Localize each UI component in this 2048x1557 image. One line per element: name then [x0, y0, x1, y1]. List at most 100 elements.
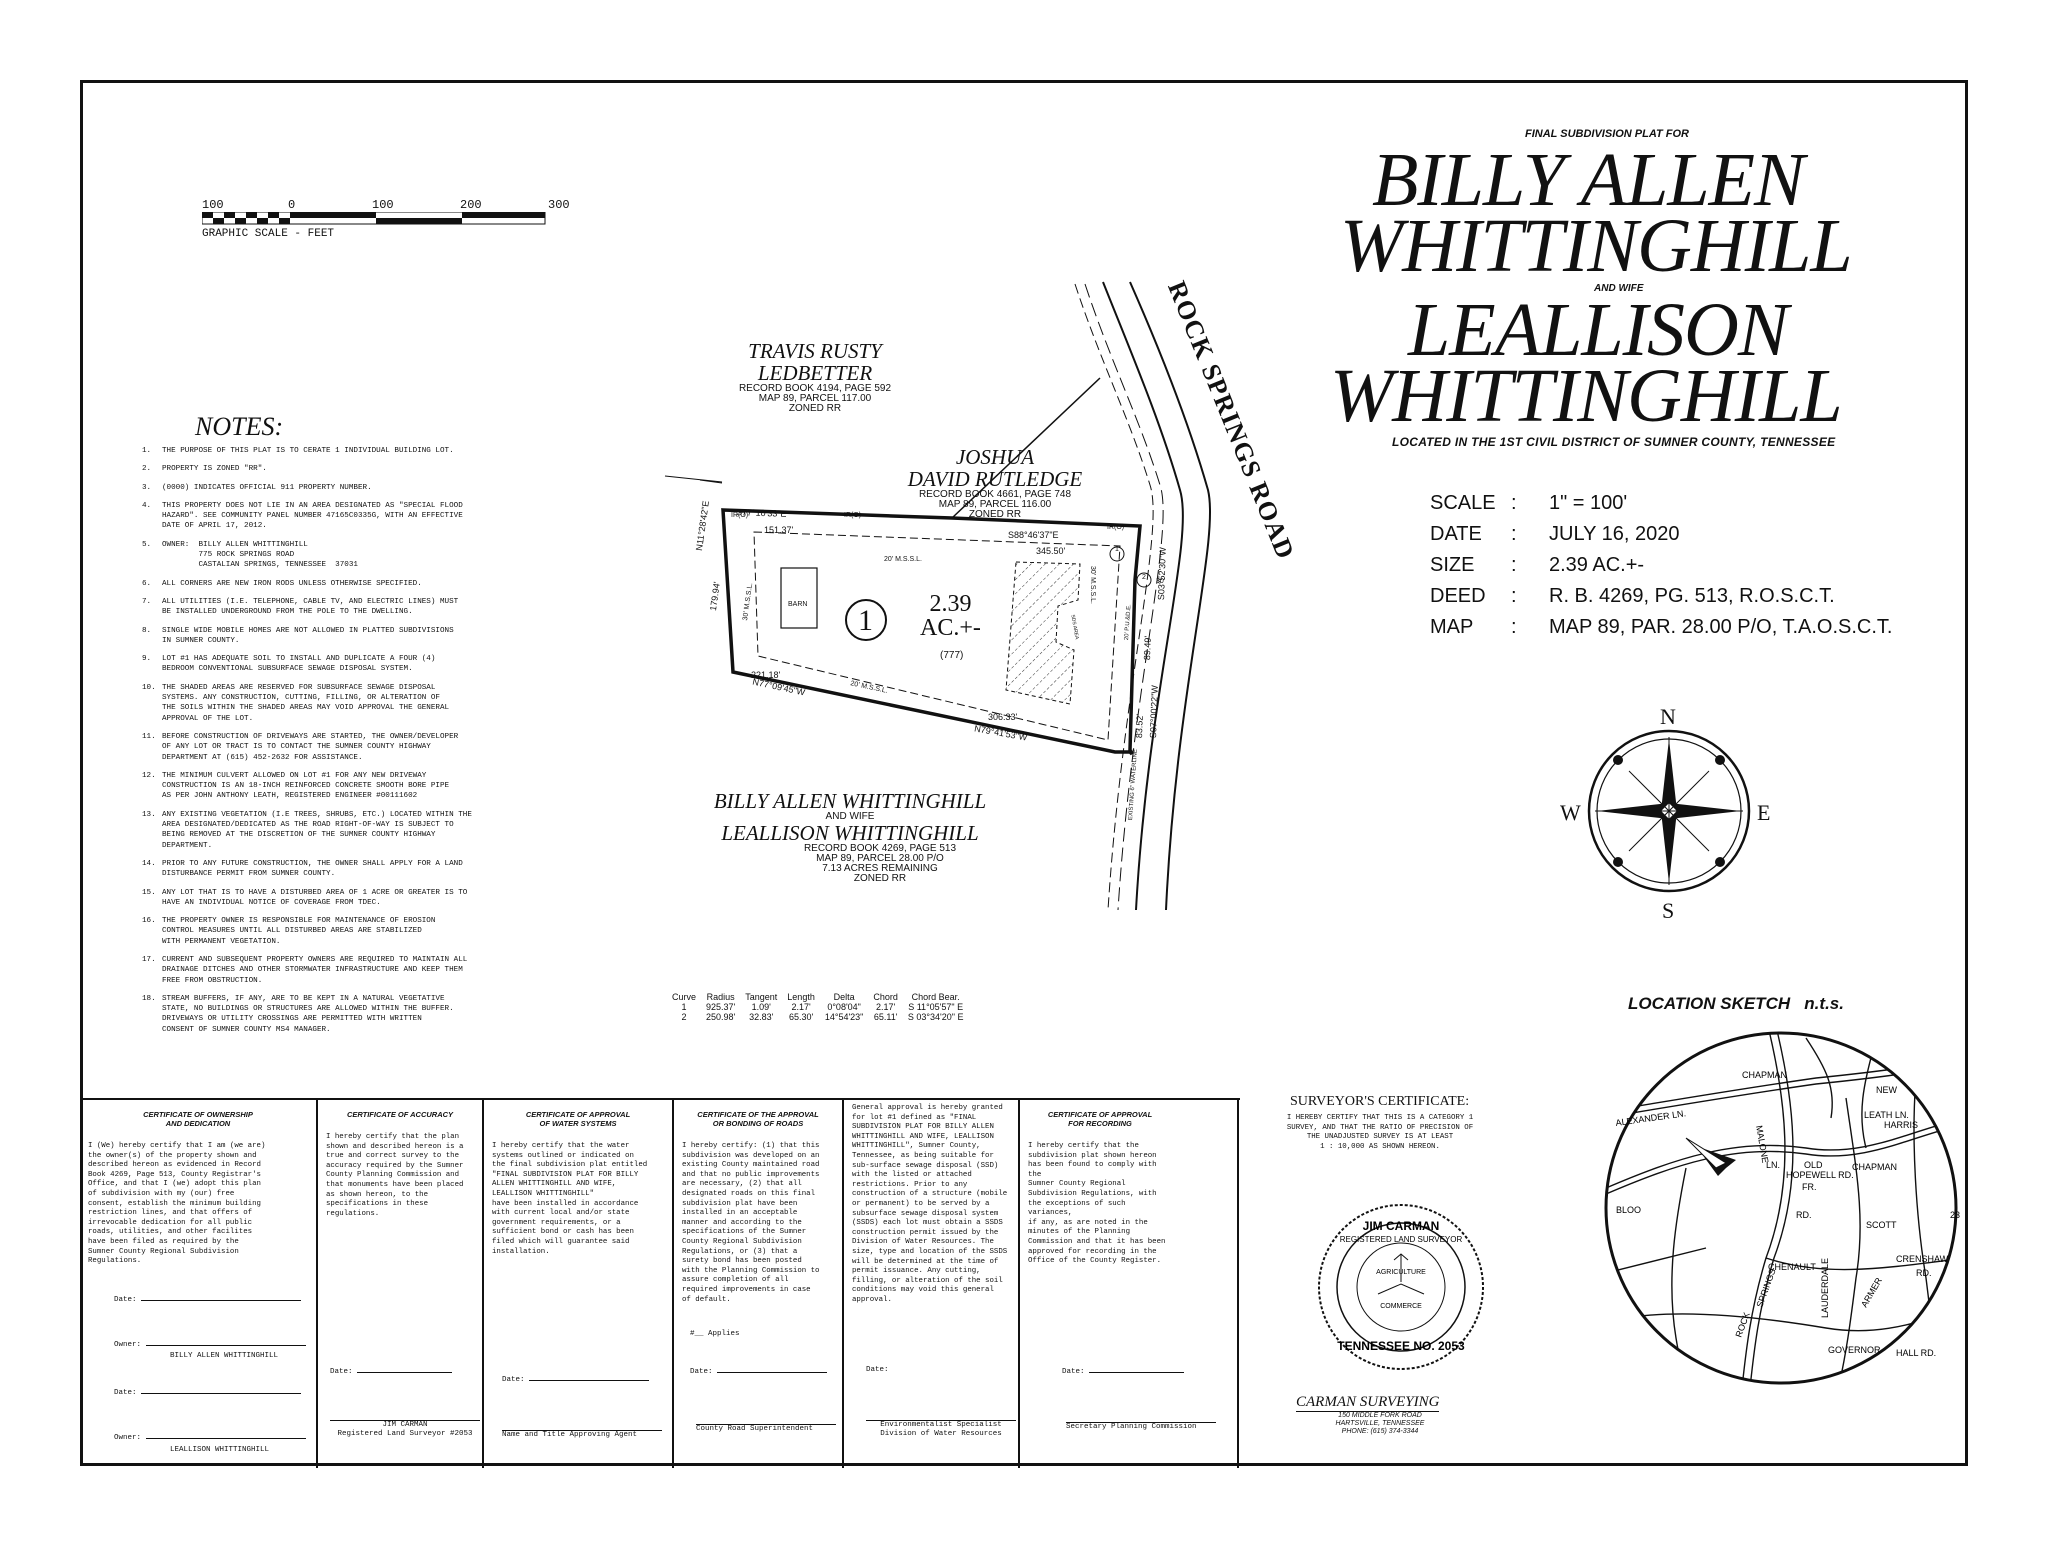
list-item: 7.ALL UTILITIES (I.E. TELEPHONE, CABLE T… [142, 597, 527, 618]
svg-text:RD.: RD. [1796, 1210, 1812, 1220]
note-text: THE PURPOSE OF THIS PLAT IS TO CERATE 1 … [162, 447, 454, 455]
note-text: PRIOR TO ANY FUTURE CONSTRUCTION, THE OW… [162, 859, 463, 879]
lot-area: 2.39 AC.+- [920, 591, 981, 641]
list-item: 11.BEFORE CONSTRUCTION OF DRIVEWAYS ARE … [142, 732, 527, 763]
list-item: 17.CURRENT AND SUBSEQUENT PROPERTY OWNER… [142, 955, 527, 986]
note-text: LOT #1 HAS ADEQUATE SOIL TO INSTALL AND … [162, 655, 436, 674]
note-number: 18. [142, 994, 156, 1003]
bearing-north2-dist: 345.50' [1036, 546, 1066, 556]
cert-sewage: General approval is hereby granted for l… [844, 1100, 1020, 1468]
lot-boundary [721, 508, 1142, 756]
compass-s: S [1662, 898, 1675, 923]
cert-sewage-sig2: Division of Water Resources [880, 1430, 1002, 1438]
list-item: 6.ALL CORNERS ARE NEW IRON RODS UNLESS O… [142, 579, 527, 589]
graphic-scale: 100 0 100 200 300 GRAPHIC SCALE - FEET [202, 198, 570, 240]
cert-ownership: CERTIFICATE OF OWNERSHIP AND DEDICATION … [88, 1110, 266, 1266]
svg-text:HOPEWELL RD.: HOPEWELL RD. [1786, 1170, 1854, 1180]
cert-recording-date: Date: [1062, 1368, 1185, 1376]
compass-n: N [1660, 704, 1676, 729]
title-prefix: FINAL SUBDIVISION PLAT FOR [1525, 128, 1689, 140]
lot-number: 1 [858, 604, 873, 637]
title-line2: WHITTINGHILL [1340, 204, 1853, 288]
list-item: 2. PROPERTY IS ZONED "RR". [142, 464, 527, 474]
note-text: PROPERTY IS ZONED "RR". [162, 465, 267, 474]
cert-water-sig: Name and Title Approving Agent [502, 1430, 662, 1439]
info-row: SCALE:1" = 100' [1430, 492, 1628, 514]
cert-accuracy-sig2: Registered Land Surveyor #2053 [337, 1430, 473, 1438]
svg-text:REGISTERED LAND SURVEYOR: REGISTERED LAND SURVEYOR [1340, 1235, 1463, 1244]
ir-label: IR(O) [1107, 524, 1125, 531]
barn-label: BARN [788, 601, 808, 608]
bearing-north-dist: 151.37' [764, 525, 794, 535]
firm-address: 150 MIDDLE FORK ROAD HARTSVILLE, TENNESS… [1335, 1412, 1425, 1435]
cert-roads-applies: #__ Applies [690, 1330, 740, 1338]
list-item: 3.(0000) INDICATES OFFICIAL 911 PROPERTY… [142, 483, 527, 493]
owner-ne: JOSHUA DAVID RUTLEDGE RECORD BOOK 4661, … [907, 445, 1083, 520]
note-text: THE SHADED AREAS ARE RESERVED FOR SUBSUR… [162, 683, 450, 723]
info-table: SCALE:1" = 100' DATE:JULY 16, 2020 SIZE:… [1430, 488, 1898, 643]
curve-marker-2: 2 [1142, 574, 1146, 581]
note-number: 14. [142, 859, 156, 868]
location-sketch-map: ALEXANDER LN. CHAPMAN LEATH LN. OLD HOPE… [1604, 1031, 1960, 1385]
info-row: DEED:R. B. 4269, PG. 513, R.O.S.C.T. [1430, 585, 1835, 607]
table-row: 1 925.37' 1.09' 2.17' 0°08'04" 2.17' S 1… [681, 1002, 964, 1012]
scale-label: GRAPHIC SCALE - FEET [202, 228, 335, 240]
compass-w: W [1560, 800, 1581, 825]
svg-text:SCOTT: SCOTT [1866, 1220, 1897, 1230]
ir-label: IR(O) [731, 512, 749, 519]
svg-text:CHAPMAN: CHAPMAN [1742, 1070, 1787, 1080]
info-row: DATE:JULY 16, 2020 [1430, 523, 1680, 545]
owner2-name: LEALLISON WHITTINGHILL [170, 1446, 270, 1454]
info-row: MAP:MAP 89, PAR. 28.00 P/O, T.A.O.S.C.T. [1430, 616, 1893, 638]
road-edge-east [1129, 281, 1211, 911]
ssds-area [1005, 561, 1081, 705]
note-number: 17. [142, 955, 156, 964]
neighbor-line [951, 377, 1101, 519]
svg-text:CHENAULT: CHENAULT [1768, 1262, 1816, 1272]
title-location: LOCATED IN THE 1ST CIVIL DISTRICT OF SUM… [1392, 435, 1836, 449]
svg-text:LEATH LN.: LEATH LN. [1864, 1110, 1909, 1120]
list-item: 14. PRIOR TO ANY FUTURE CONSTRUCTION, THE… [142, 859, 527, 880]
cert-sewage-sig1: Environmentalist Specialist [866, 1420, 1016, 1429]
list-item: 1.THE PURPOSE OF THIS PLAT IS TO CERATE … [142, 446, 527, 456]
svg-text:23: 23 [1950, 1210, 1960, 1220]
svg-text:GOVERNOR: GOVERNOR [1828, 1345, 1881, 1355]
note-number: 6. [142, 579, 152, 588]
svg-text:RD.: RD. [1916, 1268, 1932, 1278]
note-text: ALL UTILITIES (I.E. TELEPHONE, CABLE TV,… [162, 597, 459, 617]
firm-name: CARMAN SURVEYING [1296, 1394, 1440, 1412]
cert-recording-sig: Secretary Planning Commission [1066, 1422, 1216, 1431]
compass-e: E [1757, 800, 1771, 825]
certificates-row: CERTIFICATE OF OWNERSHIP AND DEDICATION … [80, 1098, 1240, 1468]
list-item: 10.THE SHADED AREAS ARE RESERVED FOR SUB… [142, 683, 527, 724]
table-row: 2 250.98' 32.83' 65.30' 14°54'23" 65.11'… [681, 1012, 964, 1022]
note-text: OWNER: BILLY ALLEN WHITTINGHILL 775 ROCK… [162, 540, 358, 570]
svg-text:AGRICULTURE: AGRICULTURE [1376, 1269, 1426, 1276]
surveyor-cert-title: SURVEYOR'S CERTIFICATE: [1290, 1094, 1470, 1109]
cert-recording: CERTIFICATE OF APPROVAL FOR RECORDING I … [1028, 1110, 1166, 1266]
svg-text:CHAPMAN: CHAPMAN [1852, 1162, 1897, 1172]
location-sketch-title: LOCATION SKETCH n.t.s. [1628, 994, 1844, 1013]
note-number: 11. [142, 732, 156, 741]
note-text: THIS PROPERTY DOES NOT LIE IN AN AREA DE… [162, 501, 463, 531]
ir-label: IR(O) [844, 512, 862, 519]
bearing-south1-dist: 221.18' [751, 670, 781, 680]
note-number: 2. [142, 465, 152, 474]
svg-text:NEW: NEW [1876, 1085, 1898, 1095]
cert-roads-date: Date: [690, 1368, 828, 1376]
bearing-east2-dist: 83.52' [1134, 713, 1145, 739]
title-line1: BILLY ALLEN [1372, 138, 1805, 222]
svg-text:FR.: FR. [1802, 1182, 1817, 1192]
svg-text:CRENSHAW: CRENSHAW [1896, 1254, 1949, 1264]
plat-map [664, 281, 1211, 911]
cert-ownership-owner2: Owner: [114, 1434, 306, 1442]
curve-table-header: Curve Radius Tangent Length Delta Chord … [672, 992, 960, 1002]
notes-title: NOTES: [195, 412, 284, 441]
surveyor-cert-body: I HEREBY CERTIFY THAT THIS IS A CATEGORY… [1286, 1114, 1474, 1151]
cert-water: CERTIFICATE OF APPROVAL OF WATER SYSTEMS… [484, 1100, 674, 1468]
road-edge-west [1102, 281, 1184, 911]
bearing-south2-dist: 306.33' [988, 712, 1018, 722]
cert-accuracy-sig1: JIM CARMAN [330, 1420, 480, 1429]
lot-circle [845, 599, 887, 641]
owner-south: BILLY ALLEN WHITTINGHILL AND WIFE LEALLI… [713, 789, 987, 884]
